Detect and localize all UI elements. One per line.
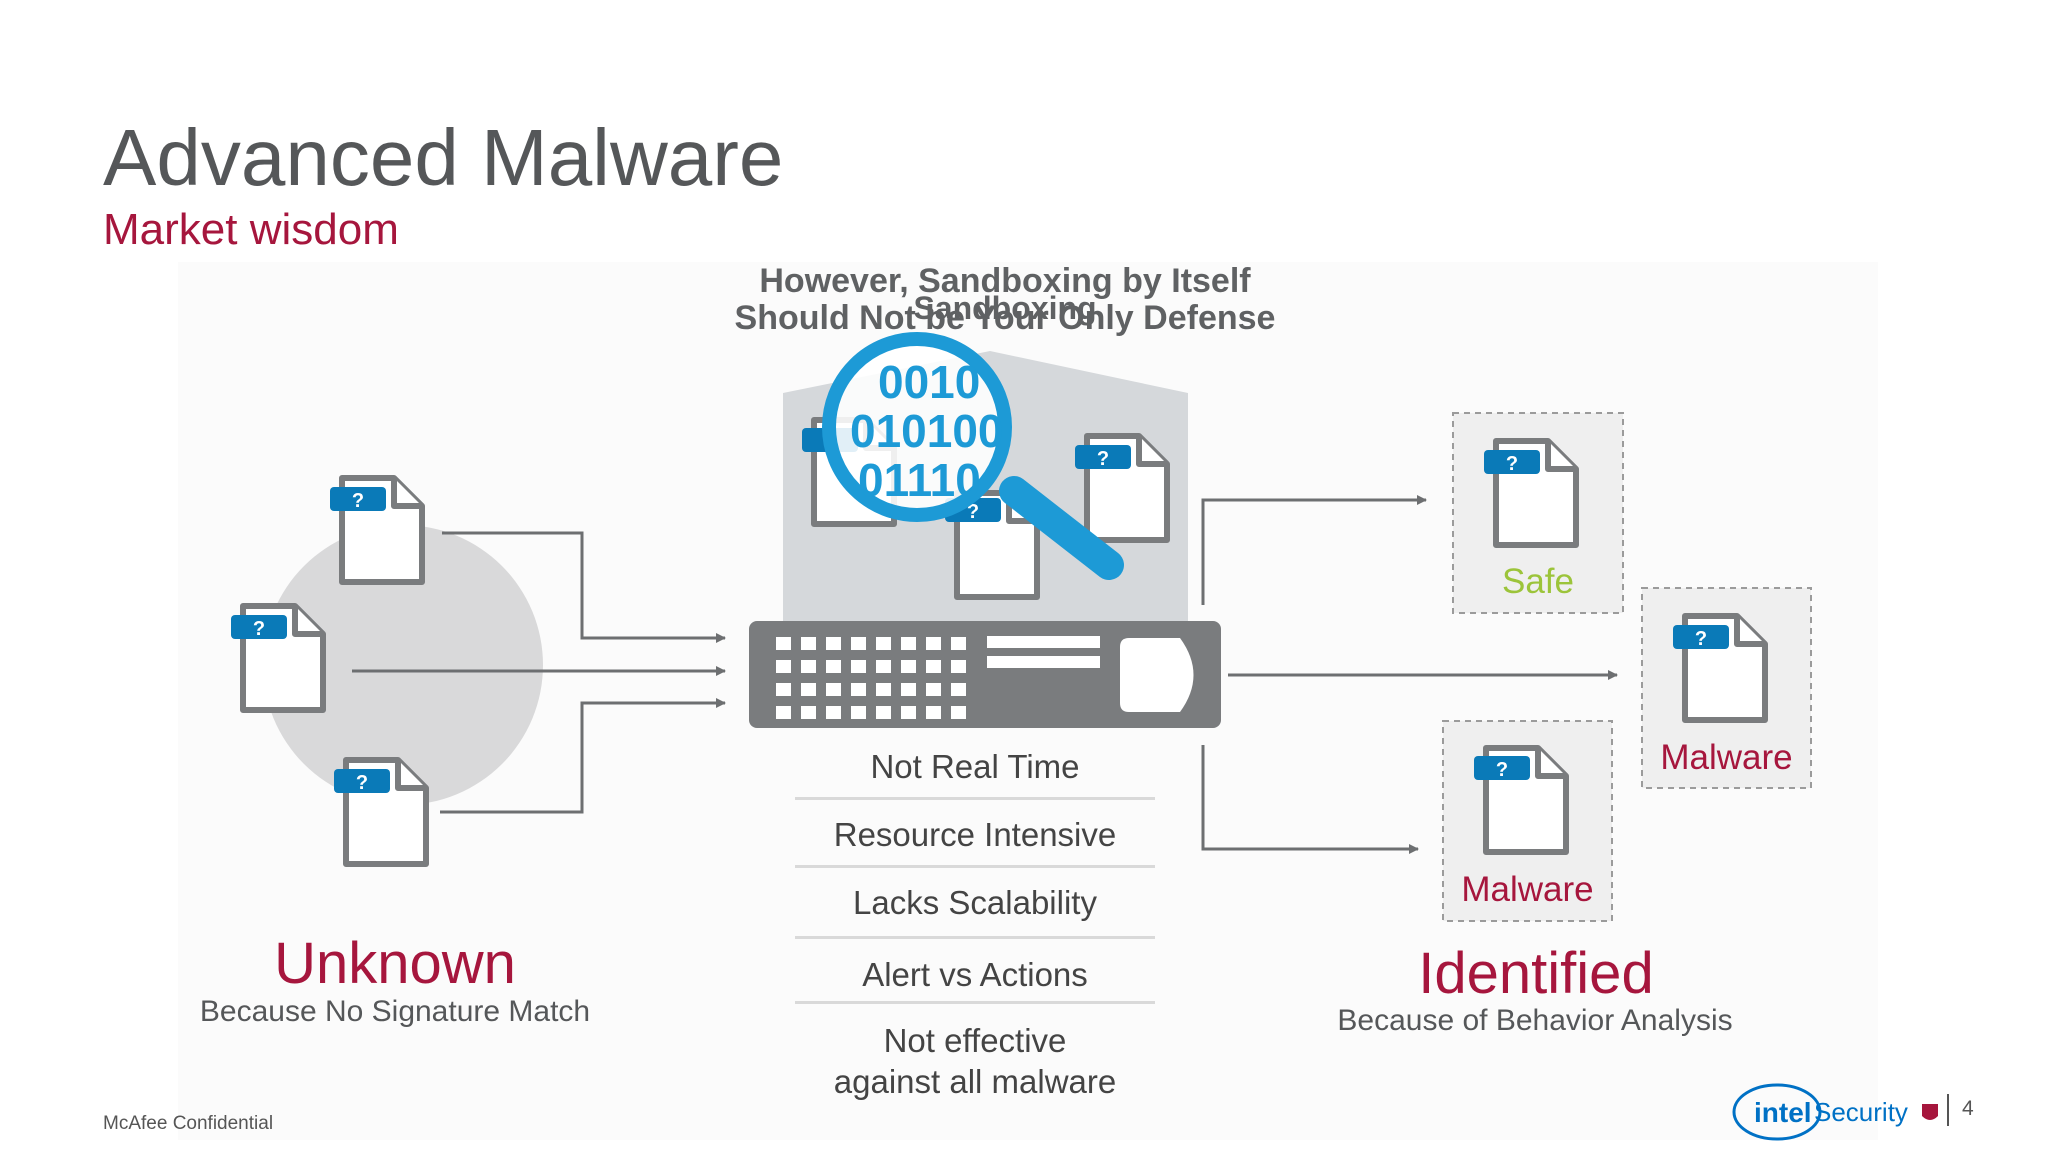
magnifier-binary-line: 010100: [850, 405, 1004, 457]
appliance-port: [851, 706, 866, 719]
appliance-port: [926, 683, 941, 696]
drawback-item: Lacks Scalability: [853, 884, 1097, 921]
appliance-port: [901, 706, 916, 719]
page-subtitle: Market wisdom: [103, 205, 399, 254]
overlay-heading-line-1: However, Sandboxing by Itself: [759, 262, 1251, 300]
divider: [795, 797, 1155, 800]
confidential-footer: McAfee Confidential: [103, 1113, 274, 1134]
file-icon: ?: [330, 478, 422, 582]
identified-heading: Identified: [1418, 941, 1654, 1006]
drawback-item: Resource Intensive: [833, 816, 1117, 853]
appliance-port: [801, 637, 816, 650]
magnifier-binary-line: 01110: [858, 454, 981, 506]
appliance-port: [951, 706, 966, 719]
appliance-port: [851, 637, 866, 650]
appliance-port: [901, 637, 916, 650]
file-badge: ?: [1496, 759, 1508, 781]
logo-product-text: Security: [1814, 1097, 1908, 1127]
malware-label: Malware: [1660, 738, 1793, 777]
drawback-item: Alert vs Actions: [862, 956, 1088, 993]
appliance-port: [951, 660, 966, 673]
page-number: 4: [1962, 1097, 1974, 1120]
appliance-icon: [749, 621, 1221, 728]
unknown-circle: [263, 525, 543, 805]
file-badge: ?: [253, 618, 265, 640]
file-badge: ?: [1695, 628, 1707, 650]
file-icon: ?: [1673, 616, 1765, 720]
intel-brand-text: intel: [1754, 1097, 1812, 1128]
safe-label: Safe: [1502, 562, 1574, 601]
appliance-port: [851, 683, 866, 696]
magnifier-icon: 0010 010100 01110: [822, 332, 1124, 580]
appliance-port: [776, 706, 791, 719]
identified-caption: Because of Behavior Analysis: [1337, 1004, 1733, 1037]
appliance-port: [826, 637, 841, 650]
arrow-icon: [1201, 495, 1618, 854]
magnifier-binary-line: 0010: [878, 356, 980, 408]
appliance-port: [876, 706, 891, 719]
file-icon: ?: [231, 606, 323, 710]
file-icon: ?: [1484, 441, 1576, 545]
appliance-port: [951, 683, 966, 696]
intel-logo-icon: intel: [1732, 1083, 1949, 1141]
file-icon: ?: [1075, 436, 1167, 540]
drawback-item: against all malware: [833, 1063, 1117, 1100]
unknown-heading: Unknown: [274, 931, 516, 996]
appliance-port: [776, 660, 791, 673]
file-icon: ?: [1474, 748, 1566, 852]
appliance-port: [901, 660, 916, 673]
appliance-port: [926, 660, 941, 673]
appliance-port: [926, 637, 941, 650]
appliance-port: [851, 660, 866, 673]
drawback-item: Not Real Time: [870, 748, 1080, 785]
appliance-port: [776, 683, 791, 696]
page-title: Advanced Malware: [103, 113, 784, 202]
file-icon: ?: [334, 760, 426, 864]
appliance-port: [826, 660, 841, 673]
divider: [795, 865, 1155, 868]
appliance-port: [801, 706, 816, 719]
drawback-item: Not effective: [883, 1022, 1067, 1059]
unknown-caption: Because No Signature Match: [199, 995, 591, 1028]
divider: [795, 936, 1155, 939]
appliance-port: [826, 706, 841, 719]
appliance-port: [876, 637, 891, 650]
malware-label: Malware: [1461, 870, 1594, 909]
file-badge: ?: [1097, 448, 1109, 470]
appliance-port: [901, 683, 916, 696]
file-badge: ?: [352, 490, 364, 512]
sandboxing-label: Sandboxing: [913, 290, 1097, 326]
divider: [795, 1001, 1155, 1004]
overlay-heading-line-2: Should Not be Your Only Defense: [734, 299, 1276, 337]
appliance-port: [951, 637, 966, 650]
appliance-port: [801, 683, 816, 696]
appliance-port: [926, 706, 941, 719]
file-badge: ?: [1506, 453, 1518, 475]
appliance-port: [776, 637, 791, 650]
appliance-port: [876, 660, 891, 673]
appliance-port: [826, 683, 841, 696]
appliance-port: [801, 660, 816, 673]
arrow-icon: [352, 531, 726, 814]
file-badge: ?: [967, 501, 979, 523]
appliance-port: [876, 683, 891, 696]
file-badge: ?: [356, 772, 368, 794]
